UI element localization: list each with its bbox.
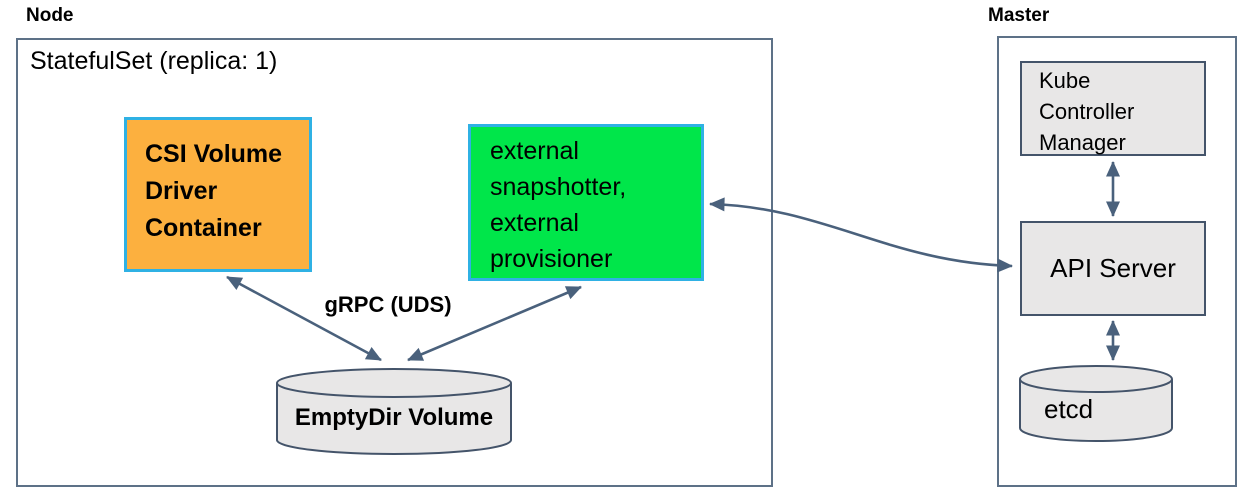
node-group-label: Node bbox=[26, 5, 74, 26]
cylinder-shape bbox=[1019, 365, 1173, 442]
grpc-uds-label: gRPC (UDS) bbox=[324, 292, 452, 317]
kube-controller-manager-box: Kube Controller Manager bbox=[1020, 61, 1206, 156]
master-group-label: Master bbox=[988, 5, 1050, 26]
csi-volume-driver-container-box: CSI Volume Driver Container bbox=[124, 117, 312, 272]
emptydir-volume-cylinder: EmptyDir Volume bbox=[275, 367, 513, 456]
api-server-box: API Server bbox=[1020, 221, 1206, 316]
external-snapshotter-provisioner-box: external snapshotter, external provision… bbox=[468, 124, 704, 281]
etcd-cylinder: etcd bbox=[1018, 365, 1174, 443]
statefulset-title: StatefulSet (replica: 1) bbox=[30, 47, 278, 75]
emptydir-volume-label: EmptyDir Volume bbox=[294, 403, 494, 431]
cylinder-shape bbox=[276, 368, 512, 455]
etcd-label: etcd bbox=[1044, 393, 1094, 424]
